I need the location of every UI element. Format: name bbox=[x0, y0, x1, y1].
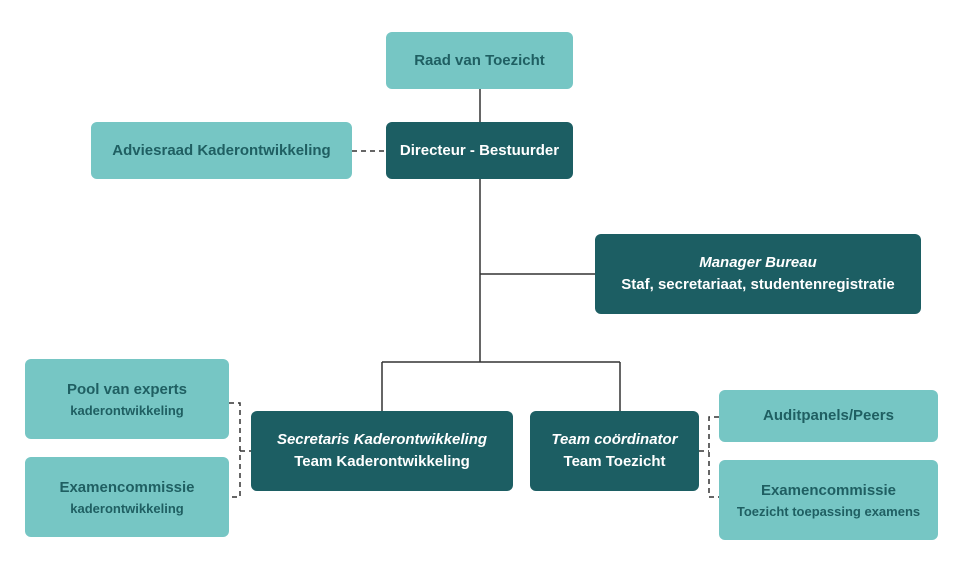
directeur-box: Directeur - Bestuurder bbox=[386, 122, 573, 179]
dash-right-bracket bbox=[708, 416, 719, 498]
examen-kader-title: Examencommissie bbox=[59, 478, 195, 496]
manager-title: Staf, secretariaat, studentenregistratie bbox=[621, 276, 895, 293]
team-coord-role: Team coördinator bbox=[551, 431, 678, 448]
adviesraad-title: Adviesraad Kaderontwikkeling bbox=[112, 141, 331, 159]
secretaris-role: Secretaris Kaderontwikkeling bbox=[276, 431, 488, 448]
examen-toezicht-subtitle: Toezicht toepassing examens bbox=[736, 503, 921, 519]
auditpanels-title: Auditpanels/Peers bbox=[763, 407, 894, 424]
examencommissie-toezicht-box: Examencommissie Toezicht toepassing exam… bbox=[719, 460, 938, 540]
secretaris-box: Secretaris Kaderontwikkeling Team Kadero… bbox=[251, 411, 513, 491]
pool-title: Pool van experts bbox=[66, 380, 188, 398]
examen-toezicht-title: Examencommissie bbox=[760, 481, 897, 499]
manager-bureau-box: Manager Bureau Staf, secretariaat, stude… bbox=[595, 234, 921, 314]
examen-kader-subtitle: kaderontwikkeling bbox=[70, 500, 184, 516]
auditpanels-box: Auditpanels/Peers bbox=[719, 390, 938, 442]
team-coord-title: Team Toezicht bbox=[563, 453, 666, 470]
team-coordinator-box: Team coördinator Team Toezicht bbox=[530, 411, 699, 491]
pool-subtitle: kaderontwikkeling bbox=[70, 402, 184, 418]
directeur-title: Directeur - Bestuurder bbox=[399, 141, 560, 159]
examencommissie-kader-box: Examencommissie kaderontwikkeling bbox=[25, 457, 229, 537]
adviesraad-box: Adviesraad Kaderontwikkeling bbox=[91, 122, 352, 179]
secretaris-title: Team Kaderontwikkeling bbox=[294, 453, 470, 470]
raad-title: Raad van Toezicht bbox=[414, 51, 545, 69]
pool-experts-box: Pool van experts kaderontwikkeling bbox=[25, 359, 229, 439]
dash-left-bracket bbox=[229, 402, 241, 498]
manager-role: Manager Bureau bbox=[699, 254, 817, 271]
raad-van-toezicht-box: Raad van Toezicht bbox=[386, 32, 573, 89]
